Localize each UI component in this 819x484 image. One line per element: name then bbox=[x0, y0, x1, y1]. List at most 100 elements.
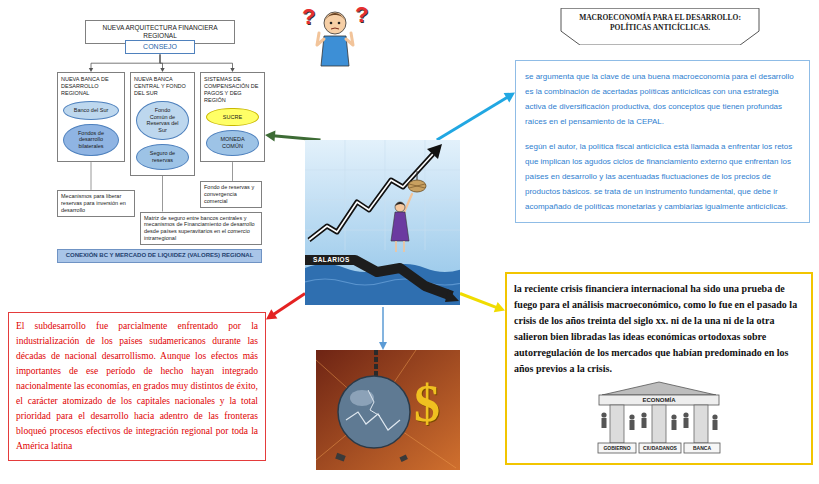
oval: Banco del Sur bbox=[63, 101, 118, 120]
mouth bbox=[331, 28, 339, 29]
node-text: Fondos de desarrollo bilaterales bbox=[72, 130, 109, 151]
eye bbox=[338, 22, 341, 25]
connector bbox=[91, 162, 92, 190]
falling-band bbox=[305, 260, 452, 296]
rising-line bbox=[309, 154, 433, 240]
connector bbox=[89, 54, 160, 72]
people bbox=[601, 412, 717, 430]
connector bbox=[162, 176, 163, 212]
node-text: se argumenta que la clave de una buena m… bbox=[525, 69, 800, 129]
base-plate bbox=[684, 443, 720, 453]
note-box: Fondo de reservas y convergencia comerci… bbox=[200, 181, 262, 208]
node-text: SUCRE bbox=[215, 114, 249, 121]
legs bbox=[396, 241, 404, 252]
oval: MONEDA COMÚN bbox=[206, 130, 258, 156]
text-panel: se argumenta que la clave de una buena m… bbox=[515, 60, 810, 223]
base-plate bbox=[639, 443, 681, 453]
economy-illustration bbox=[305, 140, 460, 305]
arrow-head bbox=[445, 289, 459, 302]
node-text: El subdesarrollo fue parcialmente enfren… bbox=[16, 319, 258, 454]
node-text: Seguro de reservas bbox=[145, 150, 179, 164]
node-text: Fondo de reservas y convergencia comerci… bbox=[204, 184, 258, 205]
crack bbox=[368, 390, 380, 416]
connector bbox=[266, 294, 305, 320]
basket-weave bbox=[409, 184, 425, 188]
connector-line bbox=[273, 136, 321, 140]
band: CONEXIÓN BC Y MERCADO DE LIQUIDEZ (VALOR… bbox=[57, 249, 262, 263]
arrow-head bbox=[265, 130, 275, 141]
wave bbox=[305, 279, 460, 285]
node-text: Fondo Común de Reservas del Sur bbox=[145, 107, 179, 135]
council-box: CONSEJO bbox=[125, 40, 195, 54]
picture-node: SALARIOS bbox=[305, 140, 460, 305]
arrow-head bbox=[494, 302, 505, 312]
heading-tab: MACROECONOMÍA PARA EL DESARROLLO: POLÍTI… bbox=[560, 8, 760, 45]
node-text: CONSEJO bbox=[129, 43, 191, 51]
node-text: CONEXIÓN BC Y MERCADO DE LIQUIDEZ (VALOR… bbox=[61, 252, 258, 260]
highlight bbox=[350, 390, 374, 406]
node-text: Matriz de seguro entre bancos centrales … bbox=[144, 215, 258, 243]
node-text: NUEVA BANCA CENTRAL Y FONDO DEL SUR bbox=[134, 76, 191, 97]
arm bbox=[317, 33, 324, 45]
dress bbox=[391, 212, 409, 241]
debris bbox=[335, 453, 346, 462]
rising-line bbox=[309, 154, 433, 240]
label-text: ? bbox=[355, 4, 368, 26]
rope bbox=[417, 171, 418, 180]
connector-line bbox=[273, 294, 305, 316]
oval: Seguro de reservas bbox=[136, 144, 188, 170]
arrow-head bbox=[266, 309, 277, 319]
column-box: NUEVA BANCA CENTRAL Y FONDO DEL SUR Fondo… bbox=[130, 72, 195, 176]
connector bbox=[160, 54, 235, 72]
note-box: Matriz de seguro entre bancos centrales … bbox=[140, 212, 262, 246]
node-text: SALARIOS bbox=[313, 257, 350, 264]
label-text: GOBIERNO bbox=[598, 446, 636, 451]
text-panel: la reciente crisis financiera internacio… bbox=[505, 272, 813, 465]
label-text: CIUDADANOS bbox=[639, 446, 681, 451]
pillar bbox=[652, 405, 666, 443]
note-box: Mecanismos para liberar reservas para in… bbox=[57, 190, 135, 217]
node-text: MACROECONOMÍA PARA EL DESARROLLO: POLÍTI… bbox=[574, 13, 746, 33]
pillar bbox=[610, 405, 624, 443]
node-text: SISTEMAS DE COMPENSACIÓN DE PAGOS Y DEG … bbox=[204, 76, 261, 104]
node-text: MONEDA COMÚN bbox=[215, 136, 249, 150]
pointer-line bbox=[382, 307, 384, 342]
background bbox=[316, 350, 460, 470]
tab-shape bbox=[561, 8, 759, 45]
text-panel: El subdesarrollo fue parcialmente enfren… bbox=[8, 312, 266, 461]
connector-line bbox=[91, 54, 160, 68]
pillar bbox=[694, 405, 708, 443]
shirt bbox=[321, 36, 349, 66]
hair bbox=[395, 202, 405, 206]
label-text: ? bbox=[302, 6, 315, 28]
node-text: según el autor, la política fiscal antic… bbox=[525, 139, 800, 214]
label-text: ECONOMÍA bbox=[599, 397, 719, 403]
pointer-arrow bbox=[378, 305, 388, 351]
connector-line bbox=[460, 294, 498, 308]
connector bbox=[437, 93, 515, 140]
connector-line bbox=[437, 97, 508, 140]
label-text: $ bbox=[414, 378, 440, 430]
column-box: NUEVA BANCA DE DESARROLLO REGIONALBanco … bbox=[57, 72, 125, 162]
oval: Fondo Común de Reservas del Sur bbox=[136, 101, 188, 141]
wrecking-ball bbox=[338, 376, 410, 448]
architrave bbox=[599, 395, 719, 405]
column-box: SISTEMAS DE COMPENSACIÓN DE PAGOS Y DEG … bbox=[200, 72, 265, 162]
debris bbox=[399, 454, 407, 461]
hair bbox=[324, 13, 346, 21]
oval: SUCRE bbox=[206, 108, 258, 127]
label-text: BANCA bbox=[684, 446, 720, 451]
arrow-head bbox=[427, 144, 442, 159]
connector-line bbox=[91, 162, 92, 190]
head bbox=[395, 202, 405, 212]
node-text: NUEVA ARQUITECTURA FINANCIERA REGIONAL bbox=[90, 24, 230, 40]
connector bbox=[232, 162, 233, 181]
chain bbox=[374, 350, 378, 376]
arrow-head bbox=[504, 93, 515, 103]
oval: Fondos de desarrollo bilaterales bbox=[63, 124, 118, 157]
eye bbox=[330, 22, 333, 25]
connector-line bbox=[162, 176, 163, 212]
burst bbox=[316, 350, 456, 468]
pediment bbox=[602, 382, 716, 395]
